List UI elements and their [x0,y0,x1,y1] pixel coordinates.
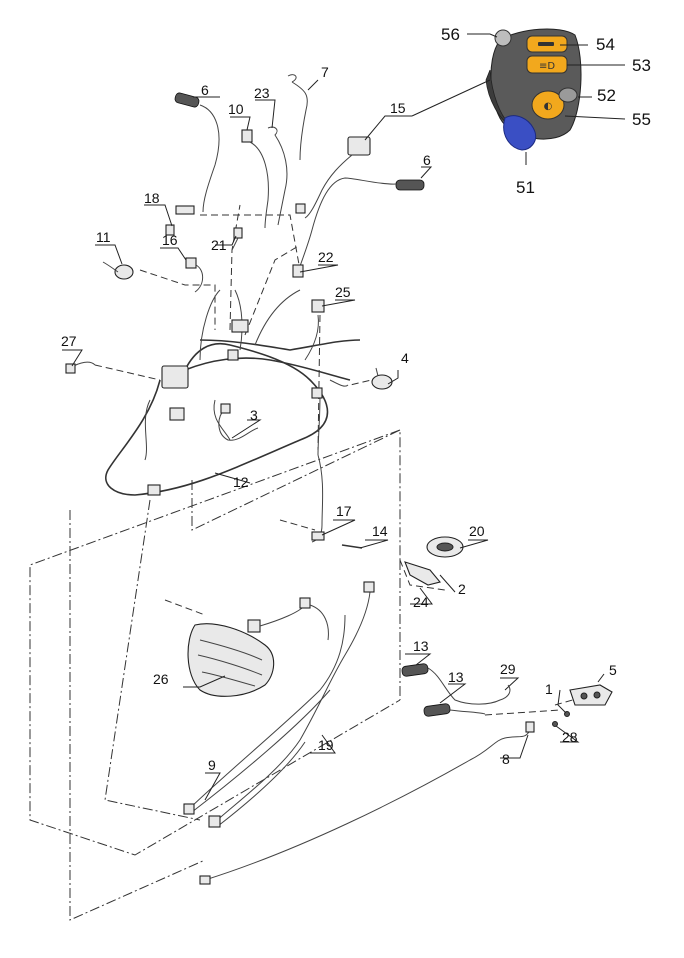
part-6-right-grip [297,177,425,273]
part-6-left-grip [174,92,220,213]
callout-11: 11 [96,229,111,245]
svg-text:◐: ◐ [544,101,553,112]
svg-text:≡D: ≡D [539,61,555,72]
part-17-cable [311,454,325,543]
callout-13-upper: 13 [413,638,429,654]
part-3-connector [218,403,259,441]
button-55 [531,90,565,120]
main-harness [105,289,361,496]
callout-16: 16 [162,232,178,248]
callout-2: 2 [458,581,466,597]
callout-15: 15 [390,100,406,116]
button-52 [558,87,578,103]
callout-25: 25 [335,284,351,300]
part-8-cable [199,721,535,885]
part-20-sensor [426,536,464,558]
part-4-sensor [371,367,393,390]
part-26-headlight [187,597,329,697]
callout-17: 17 [336,503,352,519]
callout-14: 14 [372,523,388,539]
callout-56: 56 [441,25,460,44]
part-27-connector [65,361,96,374]
part-7-cable [287,74,308,161]
callout-27: 27 [61,333,77,349]
part-21-connector [231,227,243,251]
callout-10: 10 [228,101,244,117]
part-22-connector [292,264,304,278]
switch-cap-56 [494,29,512,47]
part-19-cable [208,581,375,828]
callout-13-lower: 13 [448,669,464,685]
callout-9: 9 [208,757,216,773]
part-13-grip-heaters [401,663,511,717]
callout-20: 20 [469,523,485,539]
callout-5: 5 [609,662,617,678]
callout-8: 8 [502,751,510,767]
part-14-screw [341,544,363,549]
callout-52: 52 [597,86,616,105]
part-11-switch [102,261,134,280]
callout-54: 54 [596,35,615,54]
part-2-bracket [404,561,441,586]
callout-19: 19 [318,737,334,753]
assembly-guide-lines [29,204,591,921]
callout-22: 22 [318,249,334,265]
part-1-28-fasteners [552,711,570,727]
callout-29: 29 [500,661,516,677]
part-23-cable [267,126,288,226]
callout-18: 18 [144,190,160,206]
trigger-51 [503,115,537,151]
callout-53: 53 [632,56,651,75]
callout-26: 26 [153,671,169,687]
part-10-connector [241,129,269,229]
callout-3: 3 [250,407,258,423]
callout-1: 1 [545,681,553,697]
callout-6-left: 6 [201,82,209,98]
callout-6-right: 6 [423,152,431,168]
callout-21: 21 [211,237,227,253]
callout-51: 51 [516,178,535,197]
callout-4: 4 [401,350,409,366]
callout-23: 23 [254,85,270,101]
part-15-relay [295,136,371,219]
callout-7: 7 [321,64,329,80]
callout-12: 12 [233,474,249,490]
part-5-tail-light [569,684,613,706]
callout-28: 28 [562,729,578,745]
part-9-cable [183,614,346,815]
callout-24: 24 [413,594,429,610]
leader-lines [62,33,626,801]
handlebar-switch-assembly: ≡D ◐ [485,28,582,151]
callout-labels: 1 2 3 4 5 6 6 7 8 9 10 11 12 13 13 14 15… [61,25,651,773]
part-16-18-connectors [165,205,204,293]
callout-55: 55 [632,110,651,129]
